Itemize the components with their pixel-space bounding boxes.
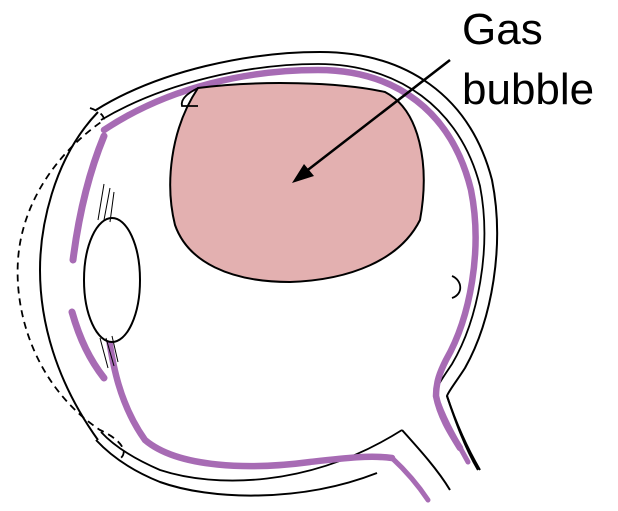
gas-bubble xyxy=(170,83,423,282)
zonules-upper xyxy=(98,184,114,222)
optic-nerve-retina-lower xyxy=(392,458,428,500)
optic-disc-bump xyxy=(452,276,460,298)
gas-bubble-label-line2: bubble xyxy=(462,65,594,114)
optic-nerve-lower xyxy=(402,430,450,490)
optic-nerve-retina xyxy=(436,396,468,462)
gas-bubble-label-line1: Gas xyxy=(462,5,543,54)
retina-layer-lower xyxy=(107,324,392,466)
lens xyxy=(84,218,140,342)
